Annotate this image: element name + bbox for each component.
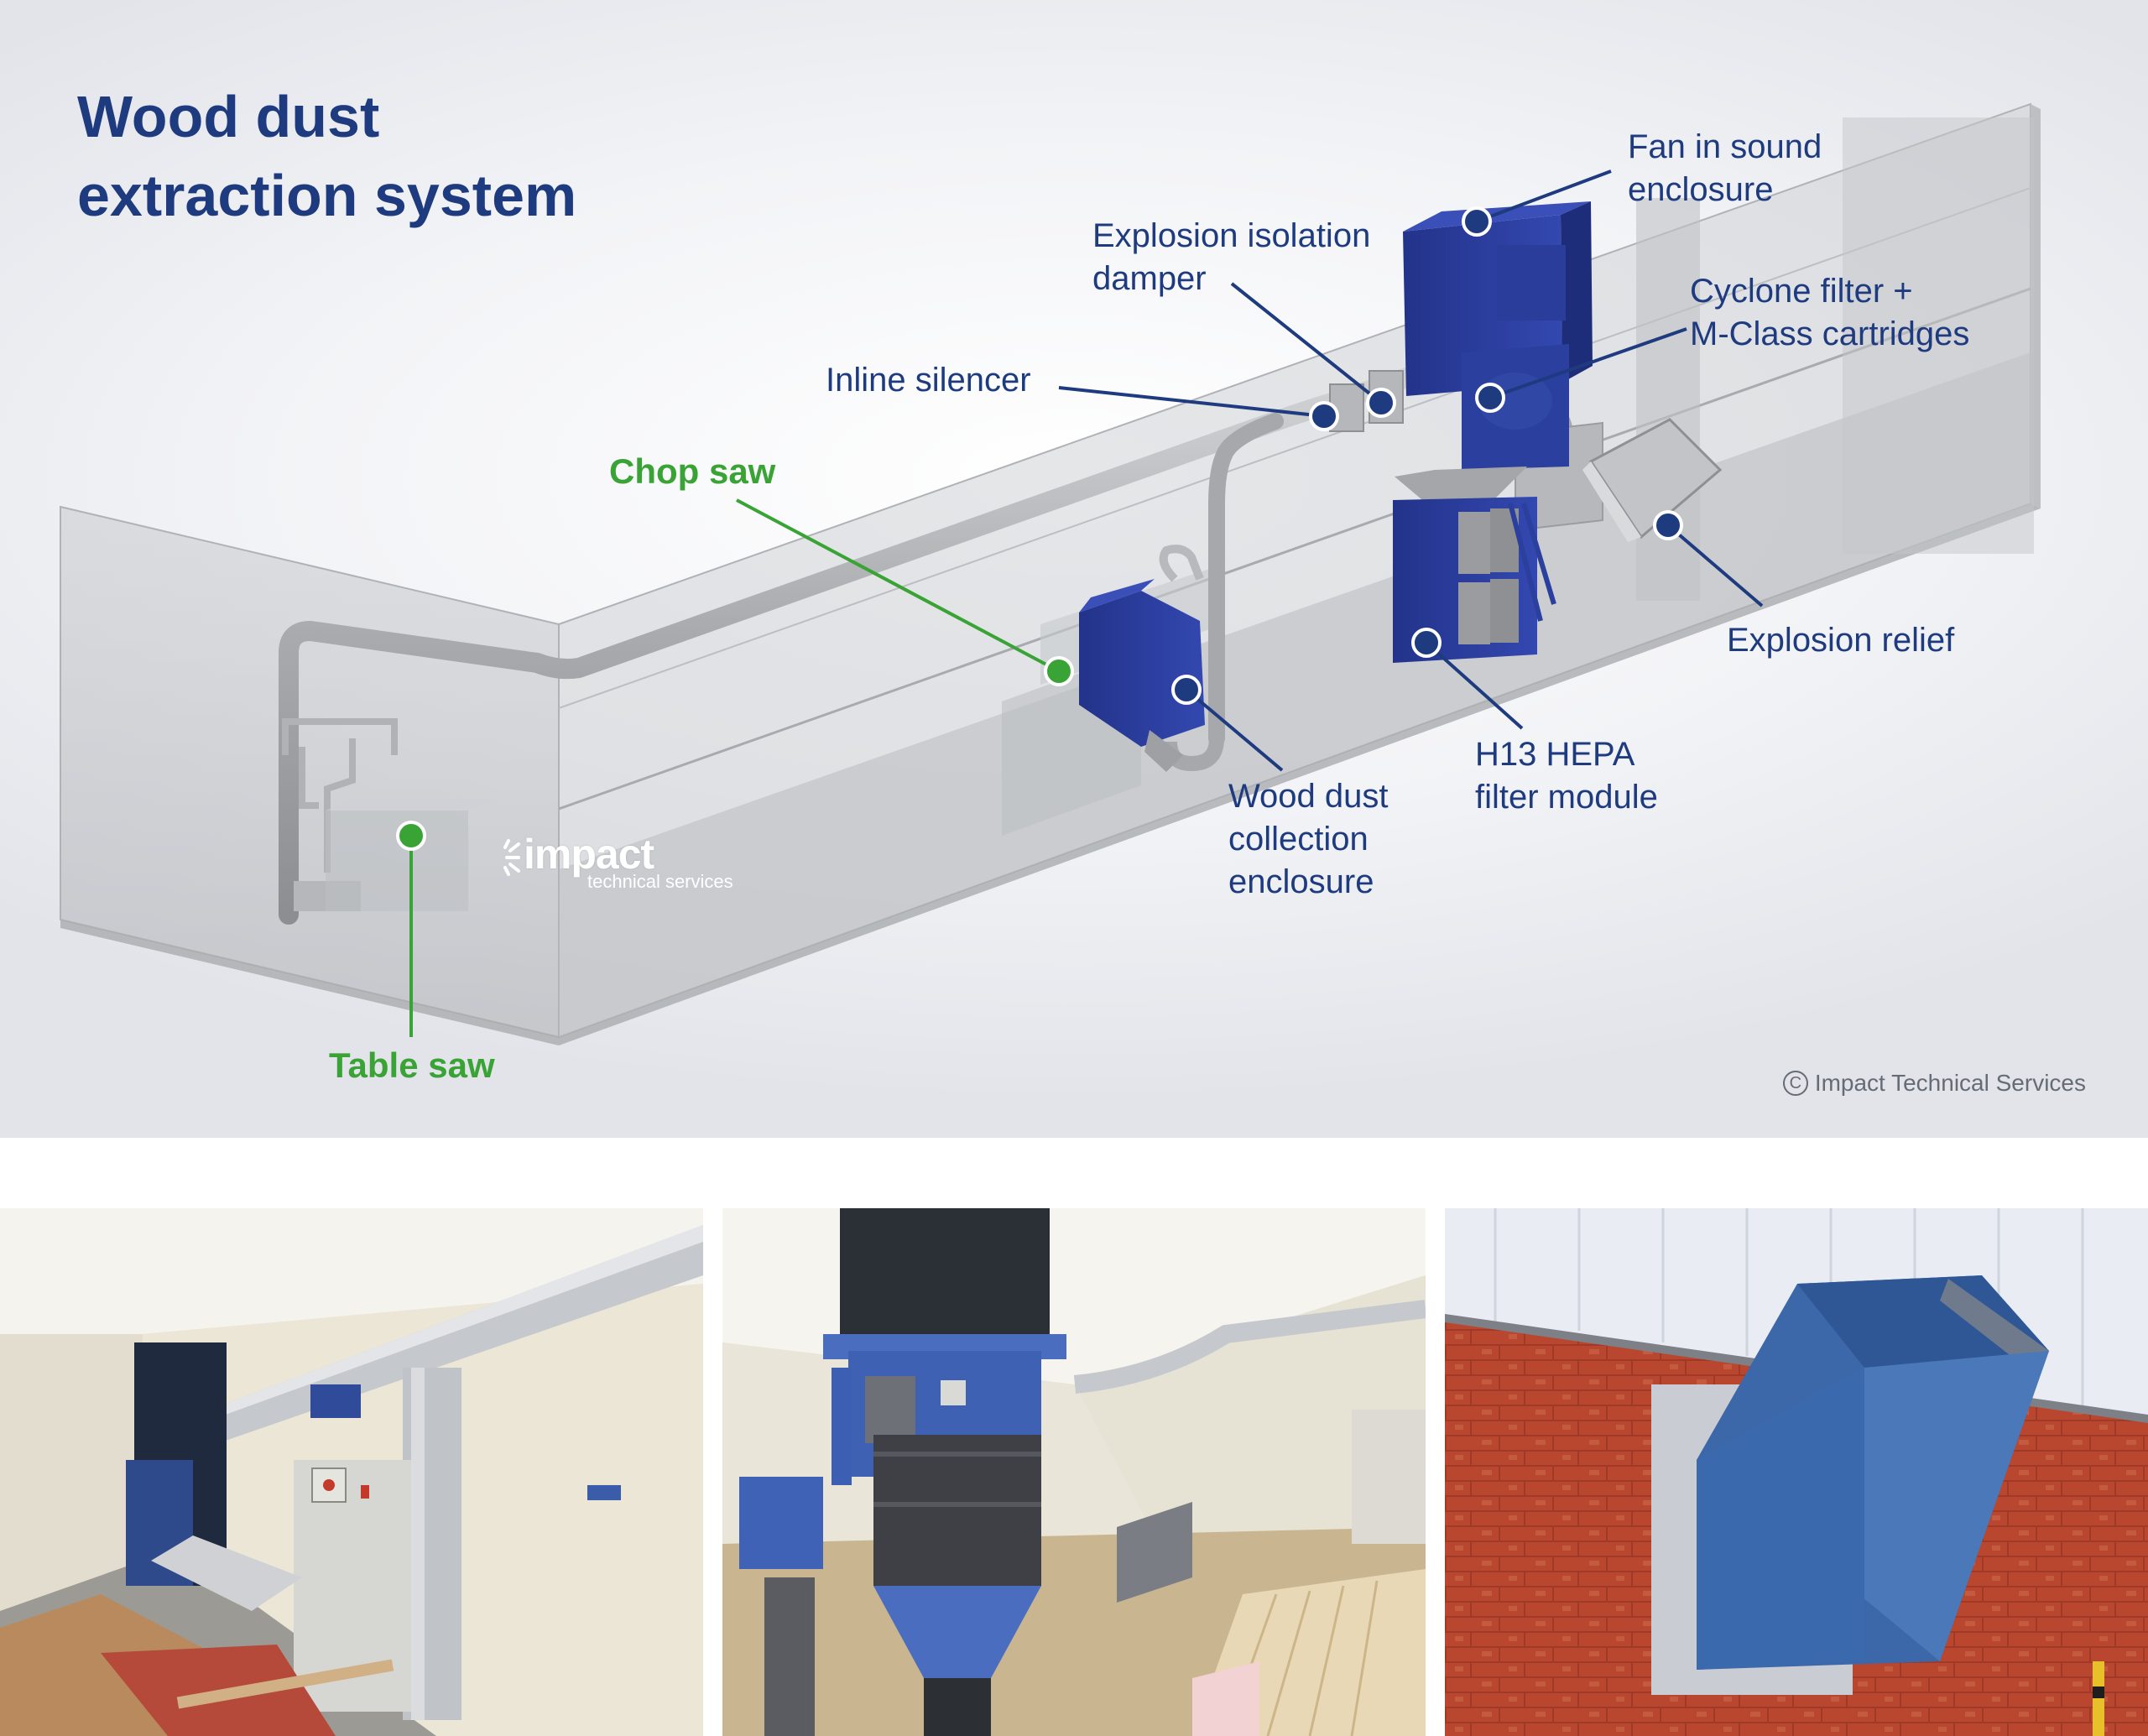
photo-workshop-ductwork (0, 1208, 703, 1736)
leader-lines (409, 169, 1764, 1037)
system-3d-view (60, 102, 2041, 1045)
label-explosion-relief: Explosion relief (1727, 622, 1955, 659)
impact-logo: impact technical services (500, 832, 733, 891)
collection-marker (1171, 675, 1202, 705)
logo-burst-icon (503, 839, 520, 876)
hepa-marker (1411, 628, 1442, 658)
table-saw-marker (396, 821, 426, 851)
label-chop-saw: Chop saw (609, 451, 776, 491)
copyright-notice: C Impact Technical Services (1782, 1069, 2086, 1097)
diagram-panel: Wood dust extraction system Fan in sound… (0, 0, 2148, 1138)
copyright-text: Impact Technical Services (1814, 1070, 2086, 1096)
photo-filter-unit (722, 1208, 1426, 1736)
logo-word: impact (524, 831, 654, 878)
copyright-icon: C (1782, 1071, 1808, 1096)
photo-explosion-relief (1445, 1208, 2148, 1736)
table-saw-box (326, 799, 495, 911)
silencer-marker (1309, 401, 1339, 431)
hepa-module (1393, 467, 1556, 663)
fan-marker (1462, 206, 1492, 237)
cyclone-marker (1475, 383, 1505, 413)
label-damper: Explosion isolation damper (1092, 217, 1371, 297)
label-table-saw: Table saw (329, 1045, 495, 1085)
marker-dots (396, 206, 1683, 851)
photo-filter-unit-image (722, 1208, 1426, 1736)
collection-enclosure (1079, 579, 1205, 772)
label-fan: Fan in sound enclosure (1628, 128, 1822, 208)
cyclone-unit (1462, 344, 1569, 470)
damper-marker (1366, 388, 1396, 418)
photo-explosion-relief-image (1445, 1208, 2148, 1736)
chop-saw-marker (1044, 656, 1074, 686)
label-hepa: H13 HEPA filter module (1475, 736, 1658, 816)
title-line-1: Wood dust (77, 84, 380, 149)
photo-workshop-ductwork-image (0, 1208, 703, 1736)
page-title: Wood dust extraction system (77, 77, 576, 235)
label-cyclone: Cyclone filter + M-Class cartridges (1690, 273, 1970, 352)
label-silencer: Inline silencer (826, 362, 1031, 399)
label-collection: Wood dust collection enclosure (1228, 778, 1389, 900)
title-line-2: extraction system (77, 163, 577, 228)
explosion-relief-marker (1653, 510, 1683, 540)
logo-subtitle: technical services (587, 871, 733, 892)
